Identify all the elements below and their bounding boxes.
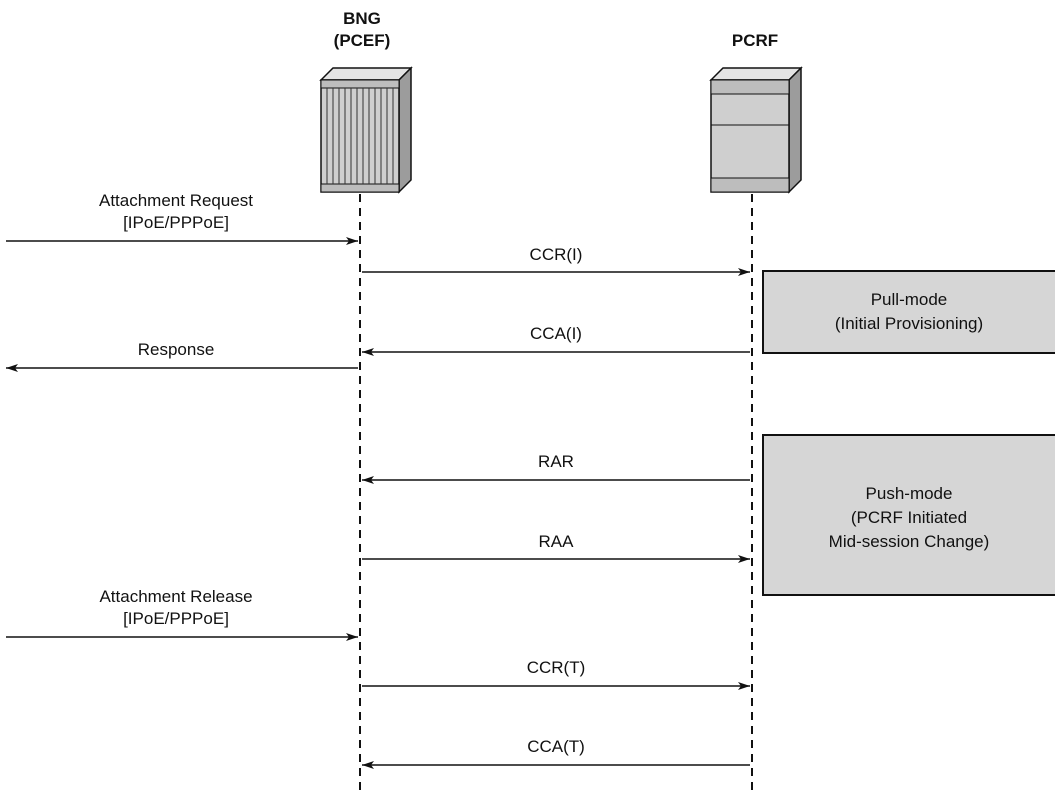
push-mode-note bbox=[762, 434, 1055, 596]
pcrf-title: PCRF bbox=[732, 31, 778, 50]
ccr-t-label: CCR(T) bbox=[527, 658, 586, 677]
server-icon bbox=[709, 66, 803, 194]
bng-subtitle: (PCEF) bbox=[334, 31, 391, 50]
cca-i-label: CCA(I) bbox=[530, 324, 582, 343]
response-label: Response bbox=[138, 340, 215, 359]
cca-t-label: CCA(T) bbox=[527, 737, 585, 756]
pull-mode-title: Pull-mode bbox=[871, 290, 948, 309]
push-mode-subtitle: (PCRF Initiated bbox=[851, 508, 967, 527]
router-chassis-icon bbox=[319, 66, 413, 194]
pull-mode-note bbox=[762, 270, 1055, 354]
attach-release-label: Attachment Release bbox=[99, 587, 252, 606]
attach-release-sublabel: [IPoE/PPPoE] bbox=[123, 609, 229, 628]
pull-mode-subtitle: (Initial Provisioning) bbox=[835, 314, 983, 333]
rar-label: RAR bbox=[538, 452, 574, 471]
attach-request-sublabel: [IPoE/PPPoE] bbox=[123, 213, 229, 232]
bng-title: BNG bbox=[343, 9, 381, 28]
attach-request-label: Attachment Request bbox=[99, 191, 253, 210]
ccr-i-label: CCR(I) bbox=[530, 245, 583, 264]
raa-label: RAA bbox=[539, 532, 575, 551]
push-mode-title: Push-mode bbox=[866, 484, 953, 503]
push-mode-subtitle-2: Mid-session Change) bbox=[829, 532, 990, 551]
